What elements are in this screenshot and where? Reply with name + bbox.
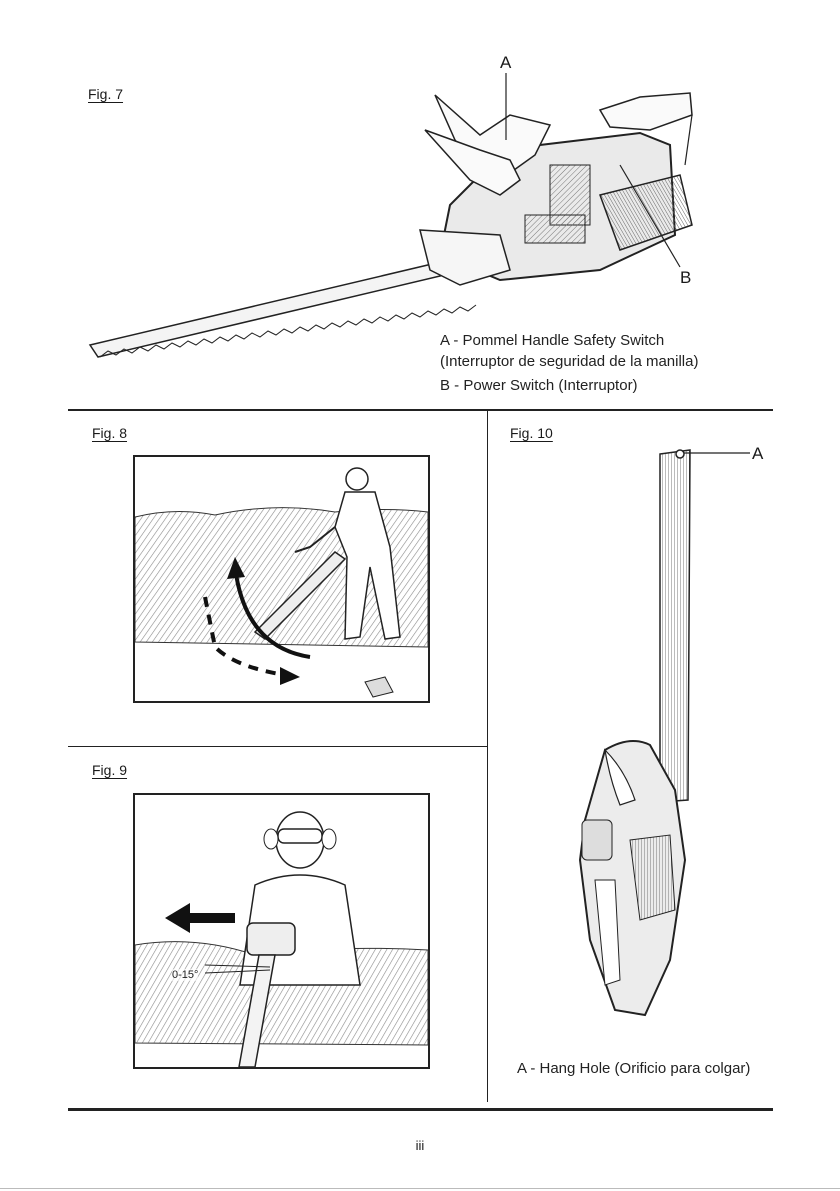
divider-top	[68, 409, 773, 411]
arrow-icon	[280, 667, 300, 685]
fig7-callout-a: A	[500, 53, 511, 73]
angle-label: 0-15°	[172, 969, 198, 981]
fig7-caption-b: B - Power Switch (Interruptor)	[440, 375, 638, 396]
fig10-callout-a: A	[752, 444, 763, 464]
hedge-illustration	[135, 457, 428, 701]
divider-middle	[68, 746, 488, 747]
fig8-box	[133, 455, 430, 703]
fig9-label: Fig. 9	[92, 762, 127, 778]
fig7-illustration	[80, 55, 720, 375]
page-edge	[0, 1188, 840, 1189]
fig7-caption-a: A - Pommel Handle Safety Switch	[440, 330, 664, 351]
fig10-label: Fig. 10	[510, 425, 553, 441]
fig10-illustration	[560, 440, 770, 1020]
divider-bottom	[68, 1108, 773, 1111]
fig7-caption-a-es: (Interruptor de seguridad de la manilla)	[440, 351, 698, 372]
fig7-callout-b: B	[680, 268, 691, 288]
divider-vertical	[487, 410, 488, 1102]
hedge-trimmer-illustration	[560, 440, 770, 1020]
hedge-trimmer-illustration	[80, 55, 720, 375]
fig10-caption: A - Hang Hole (Orificio para colgar)	[517, 1058, 750, 1079]
fig8-label: Fig. 8	[92, 425, 127, 441]
arrow-icon	[165, 903, 190, 933]
fig9-box	[133, 793, 430, 1069]
operator-illustration	[135, 795, 428, 1067]
page-number: iii	[400, 1138, 440, 1153]
